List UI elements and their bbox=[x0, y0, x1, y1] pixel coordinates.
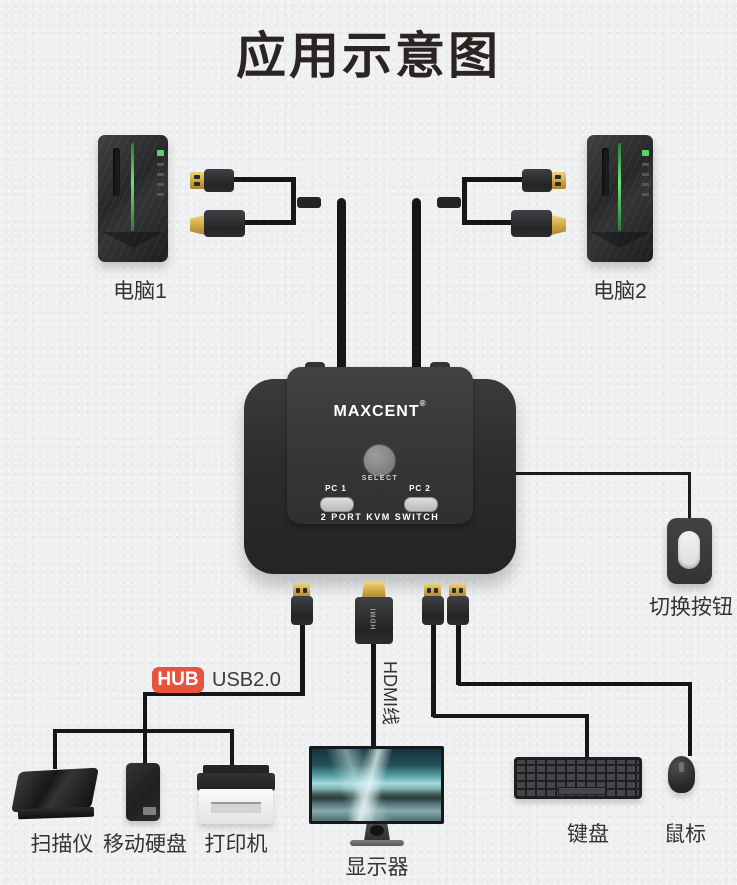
printer-paper-slot bbox=[211, 802, 261, 813]
wire-usb-computer1 bbox=[233, 177, 295, 182]
wire-join-computer1 bbox=[291, 177, 296, 225]
wire-to-keyboard bbox=[433, 714, 589, 718]
monitor bbox=[309, 746, 444, 824]
usb-plug-icon bbox=[449, 583, 466, 598]
pc2-indicator-led bbox=[404, 497, 438, 512]
mouse-wheel bbox=[679, 762, 684, 772]
wire-hdmi-monitor bbox=[371, 643, 376, 748]
wire-hub-branch bbox=[143, 692, 147, 733]
usb-plug-body bbox=[447, 596, 469, 625]
wire-to-scanner bbox=[53, 729, 57, 769]
hdmi-plug-body bbox=[511, 210, 552, 237]
wire-usb-hub bbox=[300, 624, 305, 694]
wire-to-mouse bbox=[458, 682, 692, 686]
computer-1-tower bbox=[98, 135, 168, 262]
computer-2-tower bbox=[587, 135, 653, 262]
usb-plug-icon bbox=[190, 172, 205, 189]
scanner-label: 扫描仪 bbox=[30, 833, 94, 856]
hard-drive-sticker bbox=[143, 807, 156, 815]
wire-to-keyboard bbox=[585, 714, 589, 759]
usb-plug-body bbox=[204, 169, 234, 192]
wire-hdmi-computer1 bbox=[244, 220, 295, 225]
switch-button-label: 切换按钮 bbox=[649, 596, 733, 619]
scanner-base bbox=[17, 806, 95, 820]
wire-kvm-right bbox=[412, 198, 421, 380]
hdmi-plug-icon bbox=[362, 582, 386, 599]
hub-badge: HUB bbox=[152, 667, 204, 693]
usb-plug-body bbox=[522, 169, 552, 192]
usb-plug-body bbox=[422, 596, 444, 625]
registered-mark: ® bbox=[419, 399, 427, 408]
kvm-model-label: 2 PORT KVM SWITCH bbox=[320, 512, 440, 522]
select-button bbox=[363, 444, 396, 477]
printer-body bbox=[199, 789, 273, 824]
wire-join-computer2 bbox=[462, 177, 467, 225]
tower-chevron bbox=[590, 232, 650, 248]
hdmi-plug-icon bbox=[551, 215, 566, 235]
wire-kvm-left bbox=[337, 198, 346, 380]
page-title: 应用示意图 bbox=[236, 28, 501, 84]
tower-groove bbox=[113, 148, 121, 196]
wire-hdmi-computer2 bbox=[465, 220, 513, 225]
wire-usb-keyboard bbox=[431, 624, 436, 717]
computer-1-label: 电脑1 bbox=[113, 280, 167, 303]
hdmi-plug-icon bbox=[190, 215, 205, 235]
usb-plug-icon bbox=[424, 583, 441, 598]
remote-switch-button bbox=[667, 518, 712, 584]
wire-usb-mouse bbox=[456, 624, 461, 685]
hdmi-marking: HDMI bbox=[370, 607, 378, 630]
wire-hub-branch bbox=[145, 692, 305, 696]
usb-plug-icon bbox=[293, 583, 310, 598]
combined-plug-right-icon bbox=[437, 197, 461, 208]
keyboard-label: 键盘 bbox=[567, 823, 609, 846]
combined-plug-left-icon bbox=[297, 197, 321, 208]
select-button-label: SELECT bbox=[361, 475, 399, 482]
pc2-label: PC 2 bbox=[409, 484, 431, 493]
tower-groove bbox=[601, 148, 609, 196]
hdmi-plug-body: HDMI bbox=[355, 597, 393, 644]
remote-oval-button bbox=[678, 531, 700, 569]
pc1-indicator-led bbox=[320, 497, 354, 512]
wire-to-printer bbox=[230, 729, 234, 766]
keyboard bbox=[514, 757, 642, 799]
mouse bbox=[668, 756, 695, 793]
wire-switch-button-v bbox=[688, 472, 691, 520]
computer-2-label: 电脑2 bbox=[593, 280, 647, 303]
tower-green-stripe bbox=[130, 143, 134, 231]
tower-indicator-lights bbox=[157, 143, 164, 203]
keyboard-keys bbox=[517, 760, 639, 796]
scanner-lid bbox=[11, 767, 99, 813]
monitor-stand-base bbox=[350, 840, 404, 846]
scanner bbox=[11, 767, 99, 824]
mouse-label: 鼠标 bbox=[664, 823, 706, 846]
hub-standard-label: USB2.0 bbox=[212, 669, 281, 691]
monitor-stand-hole bbox=[370, 825, 384, 836]
usb-plug-icon bbox=[551, 172, 566, 189]
printer-label: 打印机 bbox=[204, 833, 268, 856]
wire-to-mouse bbox=[688, 682, 692, 756]
hdmi-cable-label: HDMI线 bbox=[380, 661, 400, 725]
printer-lid bbox=[203, 765, 269, 775]
monitor-screen bbox=[312, 749, 441, 821]
printer-panel bbox=[197, 773, 275, 791]
kvm-brand: MAXCENT® bbox=[333, 399, 427, 420]
monitor-label: 显示器 bbox=[345, 856, 409, 879]
keyboard-spacebar bbox=[557, 787, 606, 795]
wire-to-hard-drive bbox=[143, 729, 147, 766]
usb-plug-body bbox=[291, 596, 313, 625]
tower-indicator-lights bbox=[642, 143, 649, 203]
tower-green-stripe bbox=[618, 143, 622, 231]
wire-switch-button-h bbox=[516, 472, 690, 475]
mobile-hard-drive bbox=[126, 763, 160, 821]
hard-drive-label: 移动硬盘 bbox=[103, 833, 187, 856]
pc1-label: PC 1 bbox=[325, 484, 347, 493]
tower-chevron bbox=[103, 232, 163, 248]
wire-usb-computer2 bbox=[465, 177, 523, 182]
printer bbox=[197, 765, 275, 824]
hdmi-plug-body bbox=[204, 210, 245, 237]
